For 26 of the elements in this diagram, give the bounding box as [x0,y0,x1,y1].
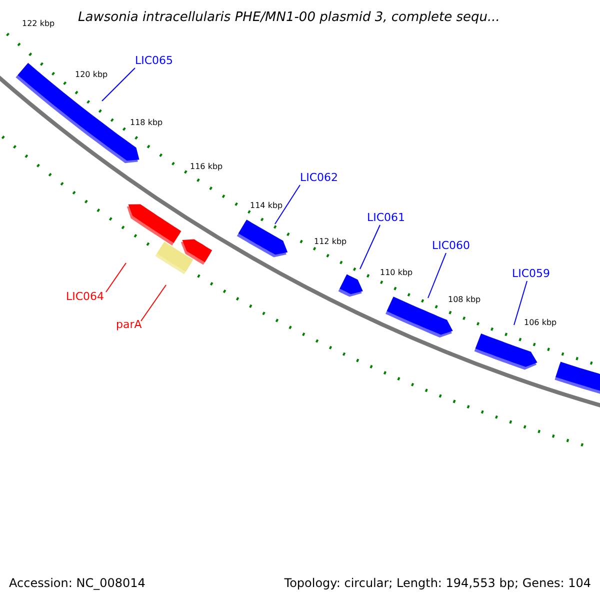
leader-line [140,284,166,322]
gene-label: LIC061 [367,212,406,223]
leader-line [106,262,126,292]
scale-label: 108 kbp [448,296,481,304]
scale-label: 116 kbp [190,163,223,171]
accession-text: Accession: NC_008014 [9,577,146,589]
scale-label: 110 kbp [380,269,413,277]
scale-label: 114 kbp [250,202,283,210]
summary-text: Topology: circular; Length: 194,553 bp; Genes: 104 [284,577,591,589]
scale-label: 118 kbp [130,119,163,127]
title: Lawsonia intracellularis PHE/MN1-00 plasmid 3, complete sequ... [78,11,500,24]
leader-line [274,184,300,224]
scale-label: 122 kbp [22,20,55,28]
gene-label: LIC062 [300,172,338,183]
scale-label: 106 kbp [524,319,557,327]
leader-line [102,68,136,102]
scale-label: 120 kbp [75,71,108,79]
gene-label: LIC065 [135,55,174,66]
leader-line [360,224,380,270]
gene-label: LIC060 [432,240,470,251]
gene-label: parA [116,319,142,330]
leader-line [514,280,528,326]
gene-label: LIC059 [512,268,550,279]
scale-label: 112 kbp [314,238,347,246]
gene-label: LIC064 [66,291,104,302]
leader-line [428,252,446,298]
